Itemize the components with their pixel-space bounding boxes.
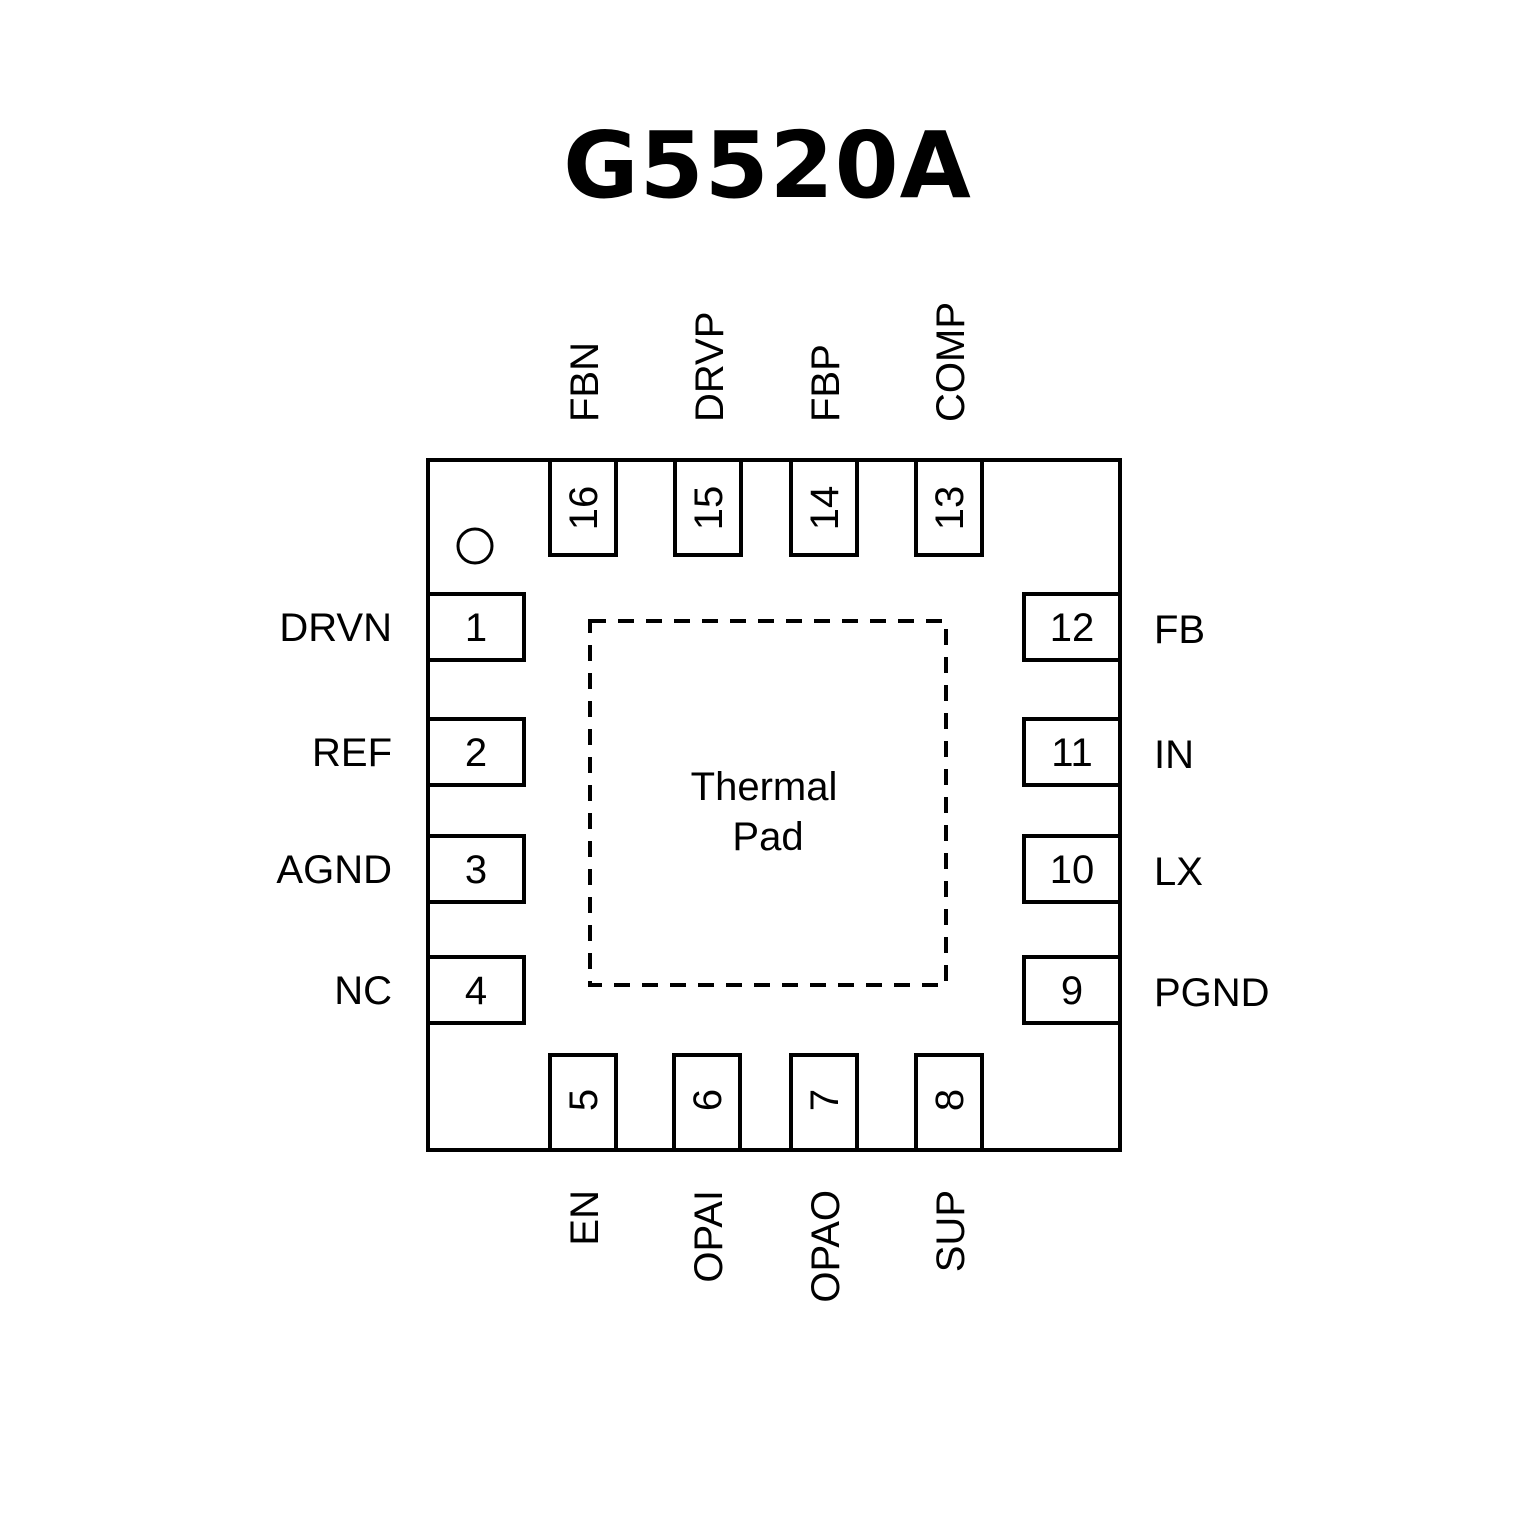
pin-label: FBP xyxy=(804,344,848,422)
pin-number: 2 xyxy=(465,731,487,775)
pin-14: 14 FBP xyxy=(789,344,859,557)
pin-pad xyxy=(548,458,618,557)
pin-number: 4 xyxy=(465,969,487,1013)
pin1-marker-icon xyxy=(456,527,494,565)
pin-number: 8 xyxy=(928,1089,972,1111)
pin-label: EN xyxy=(563,1190,607,1246)
pin-9: 9 PGND xyxy=(1022,955,1270,1025)
pin-3: 3 AGND xyxy=(276,834,526,904)
pin-15: 15 DRVP xyxy=(673,312,743,557)
pin-2: 2 REF xyxy=(312,717,526,787)
pin-number: 11 xyxy=(1051,731,1093,775)
pin-number: 12 xyxy=(1050,606,1095,650)
pin-number: 14 xyxy=(803,486,847,531)
pin-label: REF xyxy=(312,731,392,775)
pin-number: 9 xyxy=(1061,969,1083,1013)
pin-label: NC xyxy=(334,969,392,1013)
pin-number: 16 xyxy=(562,486,606,531)
pin-number: 3 xyxy=(465,848,487,892)
chip-title: G5520A xyxy=(563,112,972,219)
pin-pad xyxy=(673,458,743,557)
pin-label: IN xyxy=(1154,733,1194,777)
pin-number: 5 xyxy=(562,1089,606,1111)
pin-11: 11 IN xyxy=(1022,717,1194,787)
pin-number: 15 xyxy=(687,486,731,531)
thermal-pad-label-line2: Pad xyxy=(732,815,803,859)
pin-10: 10 LX xyxy=(1022,834,1203,904)
pins-group: 1 DRVN 2 REF 3 AGND 4 NC 9 PGND 10 LX 11 IN 12 FB 13 COMP… xyxy=(276,302,1269,1303)
pin-label: FBN xyxy=(563,342,607,422)
pin-label: COMP xyxy=(929,302,973,422)
pin-label: AGND xyxy=(276,848,392,892)
pin-label: OPAO xyxy=(804,1190,848,1303)
pin-number: 1 xyxy=(465,606,487,650)
pin-pad xyxy=(426,955,526,1025)
pin-label: SUP xyxy=(929,1190,973,1272)
pin-label: FB xyxy=(1154,608,1205,652)
pin-13: 13 COMP xyxy=(914,302,984,557)
pin-pad xyxy=(672,1053,742,1152)
pin-1: 1 DRVN xyxy=(279,592,526,662)
pin-label: DRVP xyxy=(688,312,732,422)
pin-pad xyxy=(914,1053,984,1152)
pin-12: 12 FB xyxy=(1022,592,1205,662)
pin-label: LX xyxy=(1154,850,1203,894)
pin-pad xyxy=(1022,834,1122,904)
thermal-pad xyxy=(588,619,948,987)
pin-label: OPAI xyxy=(687,1190,731,1283)
pin-16: 16 FBN xyxy=(548,342,618,557)
pin-label: PGND xyxy=(1154,971,1270,1015)
package-outline xyxy=(426,458,1122,1152)
thermal-pad-label-line1: Thermal xyxy=(691,765,838,809)
pin-number: 6 xyxy=(686,1089,730,1111)
pin-4: 4 NC xyxy=(334,955,526,1025)
pin-number: 10 xyxy=(1050,848,1095,892)
pin-number: 7 xyxy=(803,1089,847,1111)
pin-label: DRVN xyxy=(279,606,392,650)
pin-pad xyxy=(914,458,984,557)
pin-number: 13 xyxy=(928,486,972,531)
